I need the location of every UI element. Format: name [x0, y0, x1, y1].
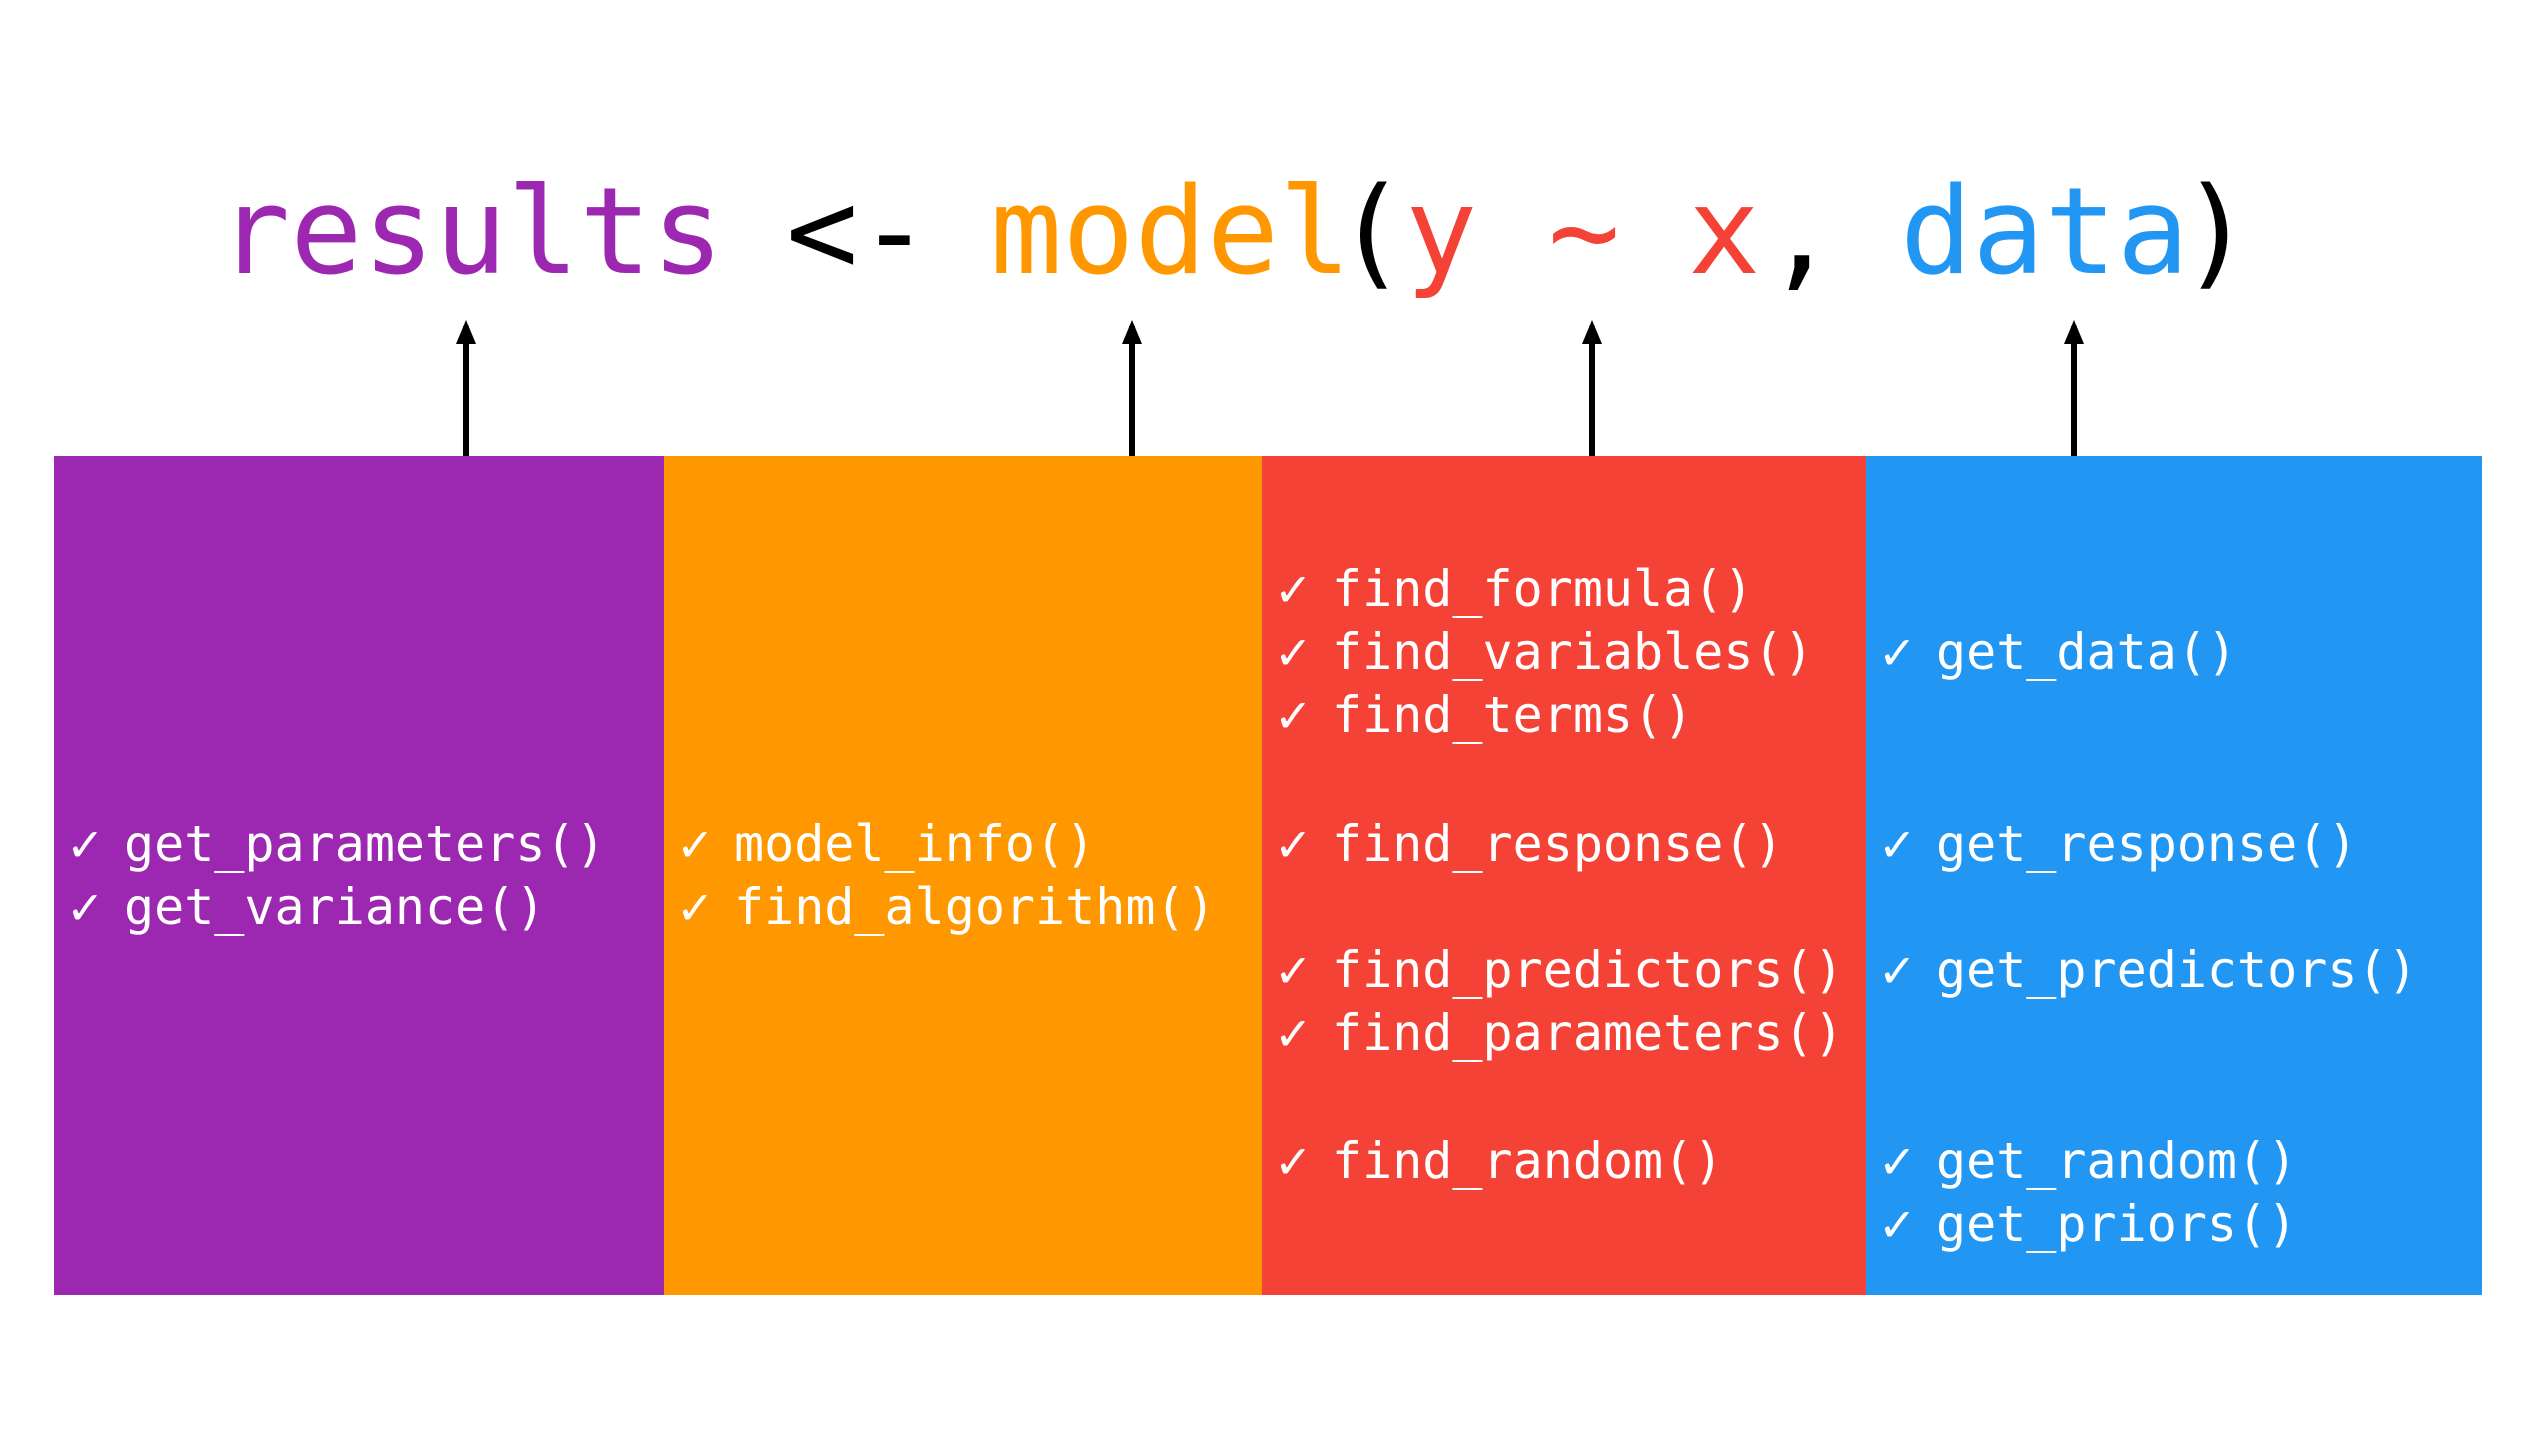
arrow-to-data — [2064, 320, 2084, 456]
token-data: data — [1900, 163, 2189, 302]
token-close-paren: ) — [2180, 163, 2253, 302]
function-item: ✓ find_response() — [1274, 812, 1784, 876]
function-item: ✓ get_random() — [1878, 1129, 2297, 1193]
function-label: get_variance() — [124, 878, 546, 936]
function-item: ✓ find_formula() — [1274, 557, 1753, 621]
check-icon: ✓ — [1274, 689, 1313, 743]
check-icon: ✓ — [1274, 563, 1313, 617]
token-y: y — [1405, 163, 1478, 302]
r-formula-line: results <- model ( y ~ x , data ) — [0, 158, 2532, 308]
function-item: ✓ model_info() — [676, 812, 1095, 876]
results-functions-panel: ✓ get_parameters() ✓ get_variance() — [54, 456, 664, 1295]
function-item: ✓ get_variance() — [66, 875, 545, 939]
arrow-to-model — [1122, 320, 1142, 456]
check-icon: ✓ — [1878, 1198, 1917, 1252]
arrow-to-formula — [1582, 320, 1602, 456]
check-icon: ✓ — [676, 881, 715, 935]
function-label: find_formula() — [1332, 560, 1754, 618]
function-label: find_random() — [1332, 1132, 1724, 1190]
arrow-to-results — [456, 320, 476, 456]
token-open-paren: ( — [1335, 163, 1408, 302]
check-icon: ✓ — [1274, 944, 1313, 998]
token-comma: , — [1765, 163, 1838, 302]
function-item: ✓ get_priors() — [1878, 1192, 2297, 1256]
model-functions-panel: ✓ model_info() ✓ find_algorithm() — [664, 456, 1262, 1295]
check-icon: ✓ — [1274, 1135, 1313, 1189]
function-label: find_predictors() — [1332, 941, 1844, 999]
check-icon: ✓ — [1878, 626, 1917, 680]
check-icon: ✓ — [1274, 1007, 1313, 1061]
function-label: get_parameters() — [124, 815, 606, 873]
function-item: ✓ get_response() — [1878, 812, 2357, 876]
function-label: get_data() — [1936, 623, 2238, 681]
function-label: find_terms() — [1332, 686, 1694, 744]
function-label: get_response() — [1936, 815, 2358, 873]
function-item: ✓ find_algorithm() — [676, 875, 1216, 939]
check-icon: ✓ — [66, 818, 105, 872]
check-icon: ✓ — [66, 881, 105, 935]
function-label: find_response() — [1332, 815, 1784, 873]
function-item: ✓ find_parameters() — [1274, 1001, 1844, 1065]
check-icon: ✓ — [1274, 818, 1313, 872]
token-model: model — [990, 163, 1352, 302]
function-item: ✓ find_variables() — [1274, 620, 1814, 684]
check-icon: ✓ — [1878, 818, 1917, 872]
token-x: x — [1688, 163, 1761, 302]
check-icon: ✓ — [1878, 1135, 1917, 1189]
token-tilde: ~ — [1548, 163, 1621, 302]
function-label: find_parameters() — [1332, 1004, 1844, 1062]
function-label: model_info() — [734, 815, 1096, 873]
check-icon: ✓ — [676, 818, 715, 872]
function-label: find_variables() — [1332, 623, 1814, 681]
function-item: ✓ get_parameters() — [66, 812, 606, 876]
function-label: get_random() — [1936, 1132, 2298, 1190]
formula-functions-panel: ✓ find_formula() ✓ find_variables() ✓ find_… — [1262, 456, 1866, 1295]
function-item: ✓ get_data() — [1878, 620, 2237, 684]
function-label: get_priors() — [1936, 1195, 2298, 1253]
function-label: get_predictors() — [1936, 941, 2418, 999]
check-icon: ✓ — [1878, 944, 1917, 998]
token-assign-operator: <- — [786, 163, 931, 302]
function-item: ✓ find_terms() — [1274, 683, 1693, 747]
token-results: results — [218, 163, 724, 302]
check-icon: ✓ — [1274, 626, 1313, 680]
function-item: ✓ find_predictors() — [1274, 938, 1844, 1002]
data-functions-panel: ✓ get_data() ✓ get_response() ✓ get_predict… — [1866, 456, 2482, 1295]
function-label: find_algorithm() — [734, 878, 1216, 936]
function-item: ✓ get_predictors() — [1878, 938, 2418, 1002]
function-item: ✓ find_random() — [1274, 1129, 1723, 1193]
arrows — [456, 320, 2084, 456]
